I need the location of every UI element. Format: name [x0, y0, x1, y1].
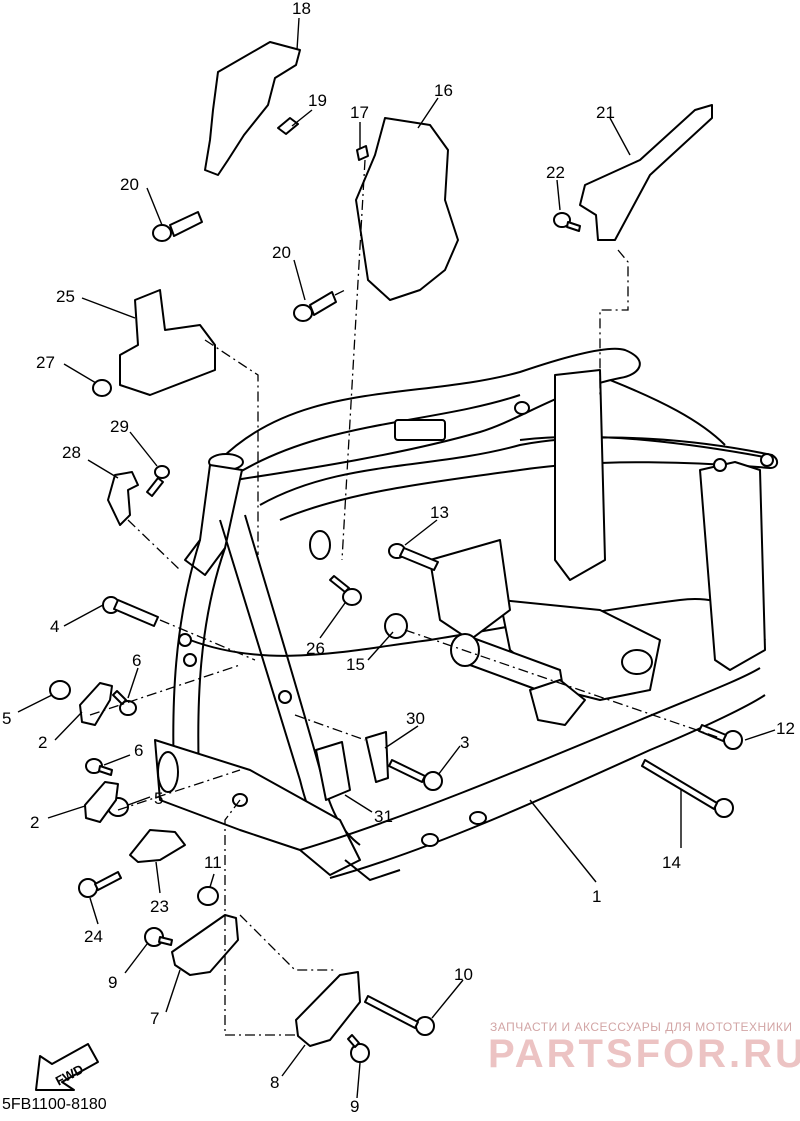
part-28-plate — [107, 471, 139, 526]
part-20-bolt-a — [152, 211, 203, 242]
part-3-bolt — [388, 759, 443, 791]
callout-21: 21 — [596, 103, 615, 122]
part-16-side-cover — [355, 117, 459, 301]
part-23-bracket — [129, 829, 186, 863]
callout-28: 28 — [62, 443, 81, 462]
part-2-plate-a — [79, 682, 113, 726]
frame-main — [154, 347, 778, 882]
callout-17: 17 — [350, 103, 369, 122]
part-5-nut-a — [49, 680, 71, 700]
part-25-bracket-assy — [119, 289, 216, 396]
part-2-plate-b — [84, 781, 119, 823]
part-21-bracket — [579, 104, 713, 241]
callout-13: 13 — [430, 503, 449, 522]
part-20-bolt-b — [293, 291, 337, 322]
callout-9a: 9 — [108, 973, 117, 992]
callout-24: 24 — [84, 927, 103, 946]
callout-5b: 5 — [154, 789, 163, 808]
callout-27: 27 — [36, 353, 55, 372]
callout-23: 23 — [150, 897, 169, 916]
callout-2a: 2 — [38, 733, 47, 752]
part-4-bolt — [102, 596, 159, 627]
leader-lines — [17, 17, 776, 1099]
part-9-bolt-b — [347, 1034, 370, 1063]
callout-8: 8 — [270, 1073, 279, 1092]
part-9-bolt-a — [144, 927, 173, 947]
part-6-bolt-a — [112, 690, 137, 716]
part-30-bracket — [365, 731, 389, 783]
callout-6b: 6 — [134, 741, 143, 760]
part-19-clip — [277, 117, 299, 135]
callout-9b: 9 — [350, 1097, 359, 1116]
part-12-bolt — [698, 724, 743, 750]
callout-26: 26 — [306, 639, 325, 658]
callout-22: 22 — [546, 163, 565, 182]
callout-5a: 5 — [2, 709, 11, 728]
watermark-brand-logo: PARTSFOR.RU — [488, 1032, 800, 1076]
part-24-bolt — [78, 871, 122, 898]
assembly-lines — [89, 159, 721, 1036]
callout-12: 12 — [776, 719, 795, 738]
fwd-arrow-icon: FWD — [35, 1043, 99, 1091]
callout-20a: 20 — [120, 175, 139, 194]
callout-19: 19 — [308, 91, 327, 110]
callout-7: 7 — [150, 1009, 159, 1028]
part-11-washer — [197, 886, 219, 906]
callout-18: 18 — [292, 0, 311, 18]
callout-10: 10 — [454, 965, 473, 984]
part-13-bolt — [388, 543, 439, 571]
callout-2b: 2 — [30, 813, 39, 832]
callout-6a: 6 — [132, 651, 141, 670]
callout-30: 30 — [406, 709, 425, 728]
catalog-code: 5FB1100-8180 — [2, 1096, 107, 1113]
part-6-bolt-b — [85, 758, 113, 776]
callout-25: 25 — [56, 287, 75, 306]
part-7-plate — [171, 914, 239, 976]
callout-20b: 20 — [272, 243, 291, 262]
part-31-plate — [315, 741, 351, 801]
callout-1: 1 — [592, 887, 601, 906]
part-27-grommet — [92, 379, 112, 397]
part-18-cover-bracket — [204, 41, 301, 176]
part-10-bolt — [364, 995, 435, 1036]
part-8-plate — [295, 971, 361, 1047]
part-26-bolt — [329, 575, 362, 606]
callout-11: 11 — [204, 853, 222, 872]
callout-29: 29 — [110, 417, 129, 436]
part-14-bolt — [641, 759, 734, 818]
watermark-caption: ЗАПЧАСТИ И АКСЕССУАРЫ ДЛЯ МОТОТЕХНИКИ — [490, 1020, 793, 1034]
part-29-bolt — [146, 465, 170, 497]
callout-16: 16 — [434, 81, 453, 100]
part-22-bolt — [553, 212, 581, 232]
callout-31: 31 — [374, 807, 393, 826]
part-15-washer — [384, 613, 408, 639]
callout-14: 14 — [662, 853, 681, 872]
callout-3: 3 — [460, 733, 469, 752]
part-17-clip — [356, 145, 369, 161]
callout-15: 15 — [346, 655, 365, 674]
callout-4: 4 — [50, 617, 59, 636]
